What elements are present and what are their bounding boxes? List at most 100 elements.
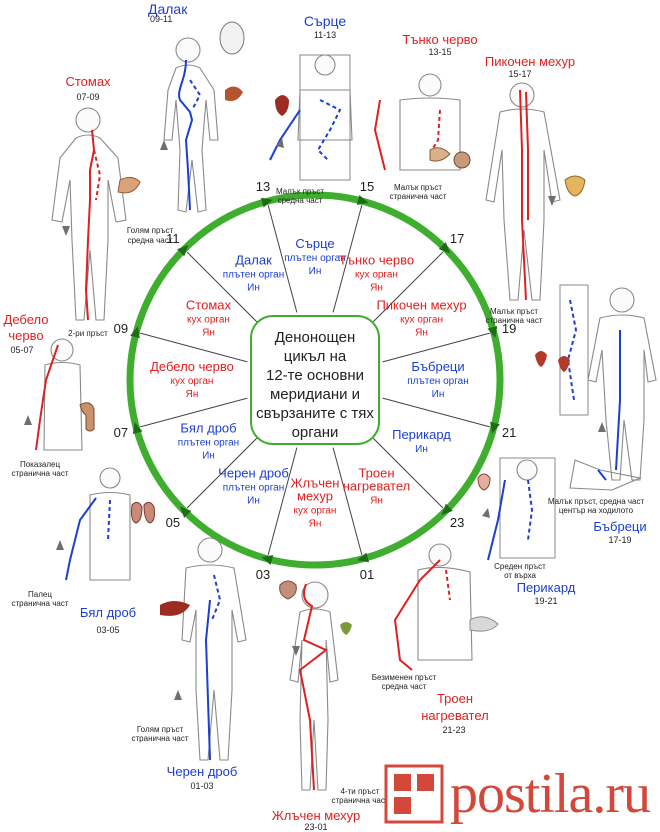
watermark-text: postila.ru bbox=[450, 763, 651, 825]
outer-note-gallbladder-2: странична част bbox=[332, 796, 389, 805]
segment-9-line-2: Ян bbox=[186, 389, 199, 400]
ring-arrow-5 bbox=[441, 503, 453, 516]
outer-note-spleen-2: средна част bbox=[128, 236, 173, 245]
outer-note-liver-1: Голям пръст bbox=[137, 725, 184, 734]
outer-note-small-intestine-1: Малък пръст bbox=[394, 183, 442, 192]
segment-7-line-0: Черен дроб bbox=[218, 466, 289, 481]
center-box bbox=[250, 315, 380, 445]
center-text-line-4: свързаните с тях bbox=[256, 405, 374, 422]
outer-time-pericardium: 19-21 bbox=[534, 596, 557, 606]
outer-note-lung-2: странична част bbox=[12, 599, 69, 608]
outer-name-triple-heater-2: нагревател bbox=[421, 708, 489, 723]
pericardium-figure bbox=[477, 457, 556, 561]
segment-6-line-0: Жлъчен bbox=[291, 476, 340, 491]
spoke-9 bbox=[140, 397, 248, 428]
watermark: postila.ru bbox=[384, 762, 651, 826]
segment-10-line-2: Ян bbox=[202, 328, 215, 339]
outer-time-heart: 11-13 bbox=[314, 30, 336, 40]
segment-6-line-2: кух орган bbox=[294, 506, 337, 517]
outer-name-large-intestine-1: Дебело bbox=[4, 312, 49, 327]
outer-name-bladder: Пикочен мехур bbox=[485, 54, 575, 69]
segment-5-line-0: Троен bbox=[358, 466, 394, 481]
segment-7-line-1: плътен орган bbox=[223, 483, 284, 494]
spoke-2 bbox=[364, 251, 444, 331]
outer-name-stomach: Стомах bbox=[65, 74, 111, 89]
liver-figure bbox=[160, 537, 247, 761]
segment-0-line-2: Ин bbox=[309, 266, 322, 277]
outer-label-spleen: Далак 09-11 Голям пръст средна част bbox=[127, 1, 188, 245]
ring-arrow-2 bbox=[438, 242, 451, 254]
hour-label-03: 03 bbox=[256, 567, 270, 582]
outer-note-spleen-1: Голям пръст bbox=[127, 226, 174, 235]
ring-arrow-3 bbox=[487, 325, 498, 338]
outer-note-triple-heater-2: средна част bbox=[382, 682, 427, 691]
ring-arrow-6 bbox=[357, 552, 370, 563]
segment-1-line-0: Тънко черво bbox=[339, 252, 414, 267]
outer-name-heart: Сърце bbox=[304, 13, 347, 29]
outer-name-triple-heater-1: Троен bbox=[437, 691, 473, 706]
segment-4-line-1: Ин bbox=[415, 444, 428, 455]
spoke-10 bbox=[140, 332, 248, 363]
segment-3-line-2: Ин bbox=[432, 389, 445, 400]
outer-time-large-intestine: 05-07 bbox=[10, 345, 33, 355]
outer-note-pericardium-1: Среден пръст bbox=[494, 562, 546, 571]
segment-8-line-0: Бял дроб bbox=[180, 421, 236, 436]
heart-figure bbox=[269, 54, 353, 181]
outer-note-liver-2: странична част bbox=[132, 734, 189, 743]
hour-label-15: 15 bbox=[360, 179, 374, 194]
segment-8-line-1: плътен орган bbox=[178, 438, 239, 449]
hour-label-09: 09 bbox=[114, 321, 128, 336]
outer-name-lung: Бял дроб bbox=[80, 605, 136, 620]
spleen-figure bbox=[160, 21, 245, 213]
outer-time-liver: 01-03 bbox=[190, 781, 213, 791]
stomach-figure bbox=[51, 107, 141, 321]
ring-arrow-1 bbox=[356, 195, 369, 205]
outer-label-liver: Голям пръст странична част Черен дроб 01… bbox=[132, 725, 238, 791]
segment-11-line-2: Ин bbox=[247, 282, 260, 293]
segment-1-line-2: Ян bbox=[370, 282, 383, 293]
segment-5-line-1: нагревател bbox=[343, 479, 411, 494]
outer-label-bladder: Пикочен мехур 15-17 Малък пръст страничн… bbox=[485, 54, 575, 325]
outer-label-stomach: Стомах 07-09 2-ри пръст bbox=[65, 74, 111, 338]
outer-time-gallbladder: 23-01 bbox=[304, 822, 327, 832]
outer-name-large-intestine-2: черво bbox=[8, 328, 43, 343]
segment-10-line-1: кух орган bbox=[187, 315, 230, 326]
spoke-6 bbox=[332, 447, 363, 555]
hour-label-11: 11 bbox=[166, 231, 180, 246]
outer-name-liver: Черен дроб bbox=[167, 764, 238, 779]
outer-note-large-intestine-2: странична част bbox=[12, 469, 69, 478]
ring-arrow-0 bbox=[260, 197, 273, 208]
outer-name-small-intestine: Тънко черво bbox=[402, 32, 477, 47]
outer-time-spleen: 09-11 bbox=[150, 14, 172, 24]
segment-9-line-1: кух орган bbox=[171, 376, 214, 387]
outer-label-lung: Палец странична част Бял дроб 03-05 bbox=[12, 590, 137, 635]
ring-arrow-7 bbox=[261, 555, 274, 565]
spoke-1 bbox=[332, 205, 363, 313]
center-text-line-1: цикъл на bbox=[284, 348, 347, 365]
gallbladder-figure bbox=[279, 580, 352, 791]
outer-time-bladder: 15-17 bbox=[508, 69, 531, 79]
outer-note-heart-2: средна част bbox=[278, 196, 323, 205]
spoke-0 bbox=[267, 205, 298, 313]
outer-note-lung-1: Палец bbox=[28, 590, 52, 599]
segment-4-line-0: Перикард bbox=[392, 427, 451, 442]
hour-label-17: 17 bbox=[450, 231, 464, 246]
outer-time-kidney: 17-19 bbox=[608, 535, 631, 545]
outer-name-pericardium: Перикард bbox=[517, 580, 576, 595]
segment-11-line-1: плътен орган bbox=[223, 269, 284, 280]
hour-label-21: 21 bbox=[502, 425, 516, 440]
spoke-7 bbox=[267, 447, 298, 555]
segment-0-line-0: Сърце bbox=[295, 236, 334, 251]
hour-label-19: 19 bbox=[502, 321, 516, 336]
outer-note-large-intestine-1: Показалец bbox=[20, 460, 60, 469]
ring-arrow-10 bbox=[130, 326, 140, 339]
spoke-5 bbox=[364, 429, 444, 509]
outer-note-small-intestine-2: странична част bbox=[390, 192, 447, 201]
outer-label-pericardium: Среден пръст от върха Перикард 19-21 bbox=[494, 562, 576, 606]
center-text-line-0: Денонощен bbox=[275, 329, 356, 346]
segment-2-line-2: Ян bbox=[415, 328, 428, 339]
spoke-11 bbox=[186, 251, 266, 331]
outer-note-gallbladder-1: 4-ти пръст bbox=[341, 787, 380, 796]
